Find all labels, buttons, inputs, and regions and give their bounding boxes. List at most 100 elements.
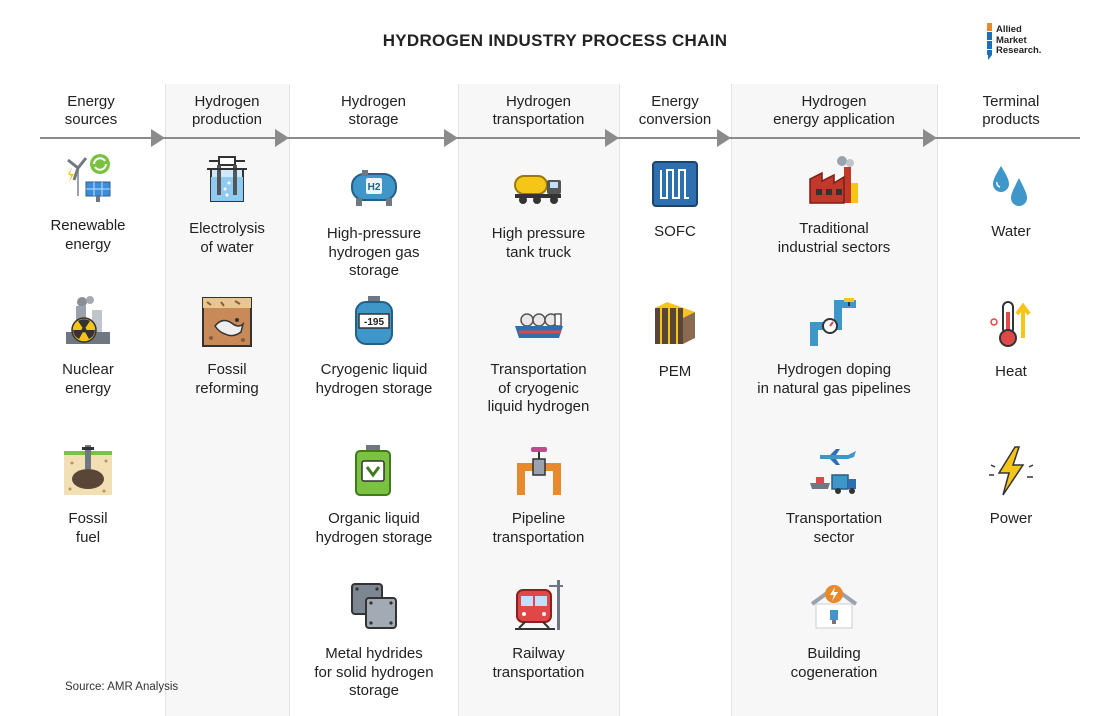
header-line: Hydrogen	[505, 93, 572, 110]
node-label-line: of water	[200, 238, 254, 256]
node-label-line: Transportation	[490, 361, 587, 378]
header-hydrogen-energy-application: Hydrogen energy application	[731, 93, 937, 129]
node-label-line: Traditional	[799, 220, 869, 237]
column-divider	[289, 84, 290, 716]
node-transportation-sector: Transportation sector	[731, 445, 937, 547]
tank-h2-label: H2	[368, 182, 381, 193]
node-sofc: SOFC	[619, 158, 731, 242]
header-line: Hydrogen	[194, 93, 260, 110]
node-power: Power	[950, 445, 1072, 529]
header-energy-sources: Energy sources	[30, 93, 152, 129]
building-energy-icon	[810, 585, 858, 629]
node-label-line: Organic liquid	[328, 510, 420, 527]
header-line: production	[191, 111, 263, 128]
header-energy-conversion: Energy conversion	[619, 93, 731, 129]
header-line: transportation	[492, 111, 585, 128]
header-hydrogen-storage: Hydrogen storage	[289, 93, 458, 129]
node-fossil-fuel: Fossil fuel	[30, 445, 146, 547]
logo-line-3: Research.	[996, 45, 1042, 56]
allied-market-research-logo: Allied Market Research.	[986, 22, 1096, 70]
header-line: products	[982, 111, 1040, 128]
node-electrolysis-of-water: Electrolysis of water	[165, 155, 289, 257]
cryogenic-tank-icon: -195	[355, 296, 393, 345]
node-label-line: Electrolysis	[189, 220, 265, 237]
node-label-line: energy	[65, 235, 111, 253]
node-label-line: liquid hydrogen	[487, 398, 590, 415]
header-line: Terminal	[982, 93, 1040, 110]
node-high-pressure-hydrogen-gas-storage: H2 High-pressure hydrogen gas storage	[296, 160, 452, 281]
node-label-line: High pressure	[491, 225, 586, 242]
factory-icon	[809, 156, 858, 204]
node-label-line: sector	[813, 528, 855, 546]
header-line: energy application	[773, 111, 895, 128]
node-label-line: reforming	[195, 379, 259, 397]
gas-pipeline-icon	[810, 298, 856, 346]
process-flow-line	[40, 137, 1080, 139]
node-label-line: Transportation	[785, 510, 883, 527]
node-label-line: Power	[989, 510, 1033, 527]
flow-arrowhead	[444, 129, 458, 147]
logo-line-2: Market	[996, 34, 1027, 46]
header-terminal-products: Terminal products	[950, 93, 1072, 129]
tank-truck-icon	[513, 175, 561, 204]
column-divider	[731, 84, 732, 716]
node-label-line: storage	[348, 262, 400, 279]
header-line: sources	[64, 111, 118, 128]
node-label-line: High-pressure	[326, 225, 422, 242]
node-railway-transportation: Railway transportation	[458, 580, 619, 682]
node-label-line: Heat	[995, 363, 1027, 380]
node-hydrogen-doping-natural-gas-pipelines: Hydrogen doping in natural gas pipelines	[731, 296, 937, 398]
node-label-line: Fossil	[207, 361, 247, 378]
node-high-pressure-tank-truck: High pressure tank truck	[458, 160, 619, 262]
node-label-line: transportation	[492, 528, 585, 546]
node-label-line: transportation	[492, 663, 585, 681]
column-divider	[458, 84, 459, 716]
node-label-line: tank truck	[505, 243, 572, 261]
train-icon	[514, 580, 563, 630]
flow-arrowhead	[923, 129, 937, 147]
node-label-line: Fossil	[68, 510, 108, 527]
sofc-icon	[652, 161, 698, 207]
node-label-line: Nuclear	[62, 361, 114, 378]
node-pipeline-transportation: Pipeline transportation	[458, 445, 619, 547]
column-divider	[937, 84, 938, 716]
node-label-line: Renewable	[50, 217, 126, 234]
node-transportation-cryogenic-liquid-hydrogen: Transportation of cryogenic liquid hydro…	[458, 296, 619, 417]
column-divider	[619, 84, 620, 716]
flow-arrowhead	[605, 129, 619, 147]
node-heat: Heat	[950, 298, 1072, 382]
node-label-line: Hydrogen doping	[776, 361, 892, 378]
node-nuclear-energy: Nuclear energy	[30, 296, 146, 398]
water-drops-icon	[993, 166, 1027, 206]
fossil-reforming-icon	[202, 297, 252, 347]
transport-sector-icon	[810, 449, 856, 494]
lightning-icon	[989, 446, 1034, 496]
node-label-line: Cryogenic liquid	[320, 361, 428, 378]
diagram-title: HYDROGEN INDUSTRY PROCESS CHAIN	[382, 31, 728, 50]
node-label-line: hydrogen storage	[315, 379, 433, 397]
header-line: Hydrogen	[801, 93, 867, 110]
header-line: storage	[348, 111, 399, 128]
node-traditional-industrial-sectors: Traditional industrial sectors	[731, 155, 937, 257]
header-line: Energy	[67, 93, 115, 110]
node-water: Water	[950, 158, 1072, 242]
lng-ship-icon	[514, 313, 563, 338]
node-pem: PEM	[619, 298, 731, 382]
pipeline-valve-icon	[516, 447, 561, 495]
node-label-line: Metal hydrides	[325, 645, 423, 662]
node-renewable-energy: Renewable energy	[30, 152, 146, 254]
logo-mark-icon	[987, 23, 992, 60]
node-label-line: in natural gas pipelines	[757, 379, 911, 397]
header-line: Hydrogen	[340, 93, 407, 110]
node-metal-hydrides: Metal hydrides for solid hydrogen storag…	[296, 580, 452, 701]
header-hydrogen-transportation: Hydrogen transportation	[458, 93, 619, 129]
node-label-line: hydrogen gas	[328, 243, 420, 261]
node-label-line: for solid hydrogen	[314, 663, 434, 681]
header-line: conversion	[638, 111, 712, 128]
node-label-line: cogeneration	[790, 663, 878, 681]
node-label-line: Pipeline	[511, 510, 566, 527]
thermometer-icon	[990, 301, 1031, 347]
tank-temperature-label: -195	[364, 317, 384, 328]
node-cryogenic-liquid-hydrogen-storage: -195 Cryogenic liquid hydrogen storage	[296, 296, 452, 398]
organic-liquid-canister-icon	[355, 445, 391, 496]
